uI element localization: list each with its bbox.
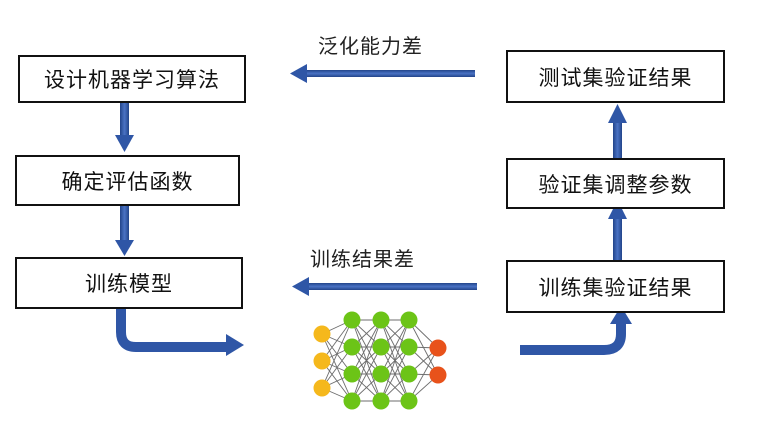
network-edge: [380, 319, 410, 402]
box-define-eval: 确定评估函数: [15, 155, 240, 206]
network-node-hidden: [400, 311, 418, 329]
network-node-hidden: [372, 338, 390, 356]
box-train-model: 训练模型: [15, 257, 243, 309]
network-node-input: [313, 325, 331, 343]
network-node-output: [429, 366, 447, 384]
box-train-verify: 训练集验证结果: [506, 260, 725, 313]
arrow-design-to-eval: [115, 103, 134, 152]
network-node-hidden: [372, 365, 390, 383]
arrow-train-to-network: [116, 309, 244, 356]
arrow-training-feedback: [292, 277, 477, 296]
network-node-hidden: [372, 392, 390, 410]
neural-network-graphic: [313, 311, 447, 410]
network-edge: [408, 347, 439, 402]
network-node-input: [313, 379, 331, 397]
box-test-verify: 测试集验证结果: [506, 50, 725, 103]
arrow-generalization-feedback: [290, 64, 475, 83]
network-edge: [380, 319, 410, 375]
label-poor-generalization: 泛化能力差: [318, 34, 423, 58]
network-node-output: [429, 339, 447, 357]
network-node-hidden: [400, 392, 418, 410]
network-node-hidden: [400, 338, 418, 356]
arrow-eval-to-train: [115, 206, 134, 256]
network-edge: [380, 346, 410, 402]
arrow-train-verify-to-tune: [608, 200, 627, 260]
network-node-hidden: [400, 365, 418, 383]
network-edge: [351, 319, 382, 375]
box-design-algorithm: 设计机器学习算法: [18, 55, 246, 103]
network-node-hidden: [343, 365, 361, 383]
network-node-input: [313, 352, 331, 370]
network-node-hidden: [343, 311, 361, 329]
network-node-hidden: [343, 338, 361, 356]
network-edge: [351, 319, 382, 402]
arrow-tune-to-test: [608, 104, 627, 158]
network-edge: [351, 346, 382, 402]
network-node-hidden: [372, 311, 390, 329]
box-tune-params: 验证集调整参数: [506, 158, 725, 209]
arrow-network-to-train-verify: [520, 306, 632, 355]
network-node-hidden: [343, 392, 361, 410]
label-poor-training: 训练结果差: [310, 247, 415, 271]
network-edge: [321, 319, 353, 389]
